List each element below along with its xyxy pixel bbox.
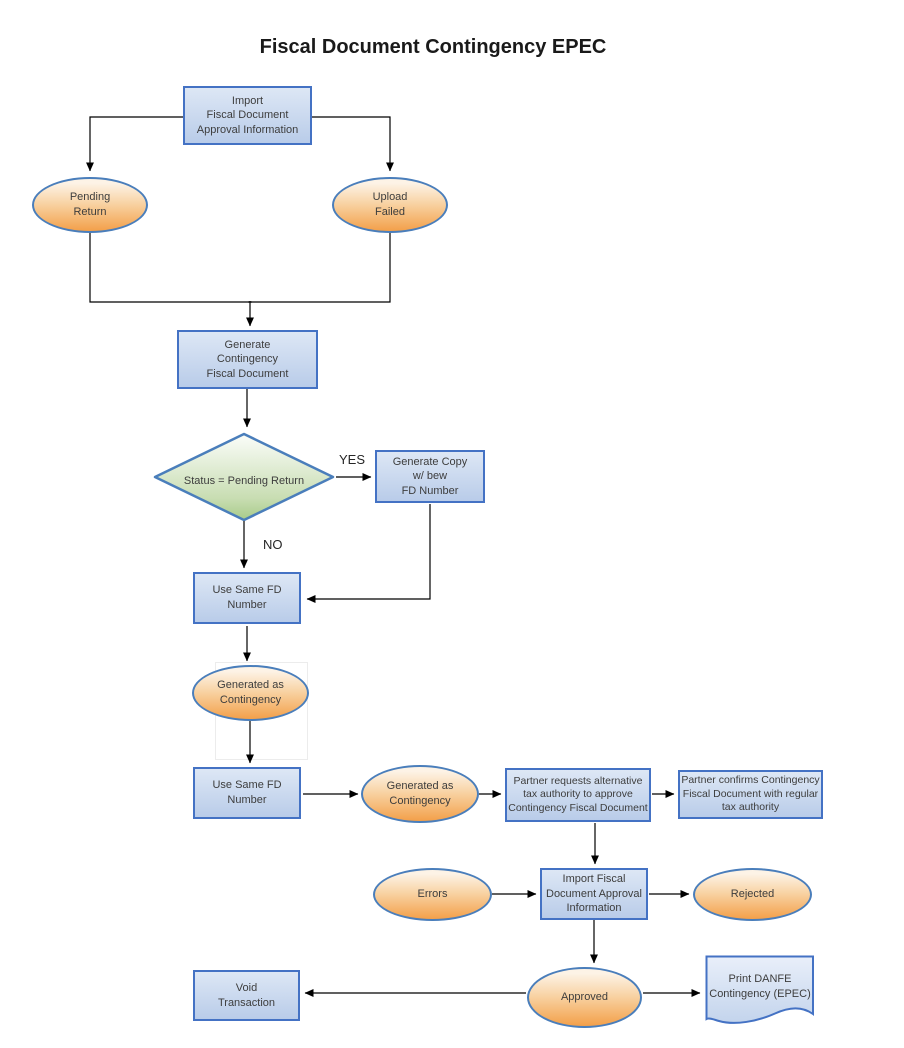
diagram-title: Fiscal Document Contingency EPEC: [259, 36, 607, 58]
node-import-approval-2: Import Fiscal Document Approval Informat…: [540, 868, 648, 920]
node-rejected: Rejected: [693, 868, 812, 921]
node-errors: Errors: [373, 868, 492, 921]
node-print-danfe-shape: [705, 955, 814, 1024]
edge-import-to-pending: [86, 116, 183, 172]
node-import-approval-top: Import Fiscal Document Approval Informat…: [183, 86, 312, 145]
node-use-same-fd-1: Use Same FD Number: [193, 572, 301, 624]
node-void-transaction: Void Transaction: [193, 970, 300, 1021]
node-generated-contingency-2: Generated as Contingency: [361, 765, 479, 823]
node-use-same-fd-2: Use Same FD Number: [193, 767, 301, 819]
node-print-danfe-label: Print DANFE Contingency (EPEC): [709, 973, 811, 1000]
node-generated-contingency-1: Generated as Contingency: [192, 665, 309, 721]
node-decision-label: Status = Pending Return: [183, 474, 305, 487]
edge-label-yes: YES: [339, 452, 366, 467]
edge-pending-merge: [89, 233, 252, 303]
node-approved: Approved: [527, 967, 642, 1028]
node-upload-failed: Upload Failed: [332, 177, 448, 233]
node-partner-confirms: Partner confirms Contingency Fiscal Docu…: [678, 770, 823, 819]
node-pending-return: Pending Return: [32, 177, 148, 233]
node-decision-shape: [153, 432, 335, 522]
edge-upload-merge: [248, 233, 391, 303]
node-partner-requests: Partner requests alternative tax authori…: [505, 768, 651, 822]
edge-import-to-upload: [312, 116, 394, 172]
edge-label-no: NO: [263, 537, 283, 552]
node-generate-contingency: Generate Contingency Fiscal Document: [177, 330, 318, 389]
node-generate-copy: Generate Copy w/ bew FD Number: [375, 450, 485, 503]
